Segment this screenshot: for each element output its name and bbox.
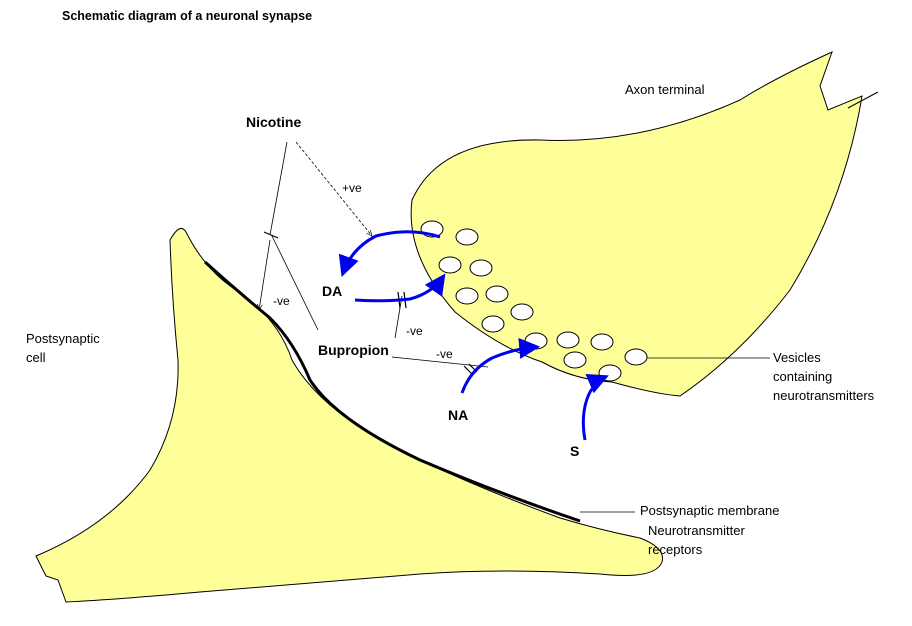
receptors-label-line2: receptors [648,542,703,557]
axon-terminal-label: Axon terminal [625,82,705,97]
nicotine-to-membrane-arrow [259,240,270,310]
nicotine-reuptake-effect: -ve [273,294,290,308]
nicotine-effects [259,142,372,310]
nicotine-left-line [270,142,287,235]
postsynaptic-membrane-label: Postsynaptic membrane [640,503,779,518]
serotonin-label: S [570,443,579,459]
vesicle [456,288,478,304]
bupropion-da-reuptake-effect: -ve [406,324,423,338]
vesicle [456,229,478,245]
s-reuptake-arrow [583,377,605,440]
nicotine-da-release-effect: +ve [342,181,362,195]
na-block-bar-1 [464,366,472,374]
axon-terminal [411,52,862,396]
vesicle [557,332,579,348]
bupropion-label: Bupropion [318,342,389,358]
vesicle [511,304,533,320]
diagram-title: Schematic diagram of a neuronal synapse [62,9,312,23]
noradrenaline-label: NA [448,407,468,423]
bupropion-na-reuptake-effect: -ve [436,347,453,361]
nicotine-label: Nicotine [246,114,301,130]
vesicle [591,334,613,350]
vesicle [470,260,492,276]
vesicle [439,257,461,273]
postsynaptic-cell-label: Postsynaptic [26,331,100,346]
postsynaptic-cell-label-line2: cell [26,350,46,365]
bupropion-from-nicotine-line [272,236,318,330]
nicotine-block-bar [264,232,278,238]
bupropion-to-da-reuptake-line [395,296,402,338]
vesicle [625,349,647,365]
receptors-label: Neurotransmitter [648,523,745,538]
vesicles-label-line2: containing [773,369,832,384]
vesicles-label-line3: neurotransmitters [773,388,875,403]
dopamine-label: DA [322,283,342,299]
vesicles-label: Vesicles [773,350,821,365]
vesicle [564,352,586,368]
vesicle [486,286,508,302]
vesicle [482,316,504,332]
